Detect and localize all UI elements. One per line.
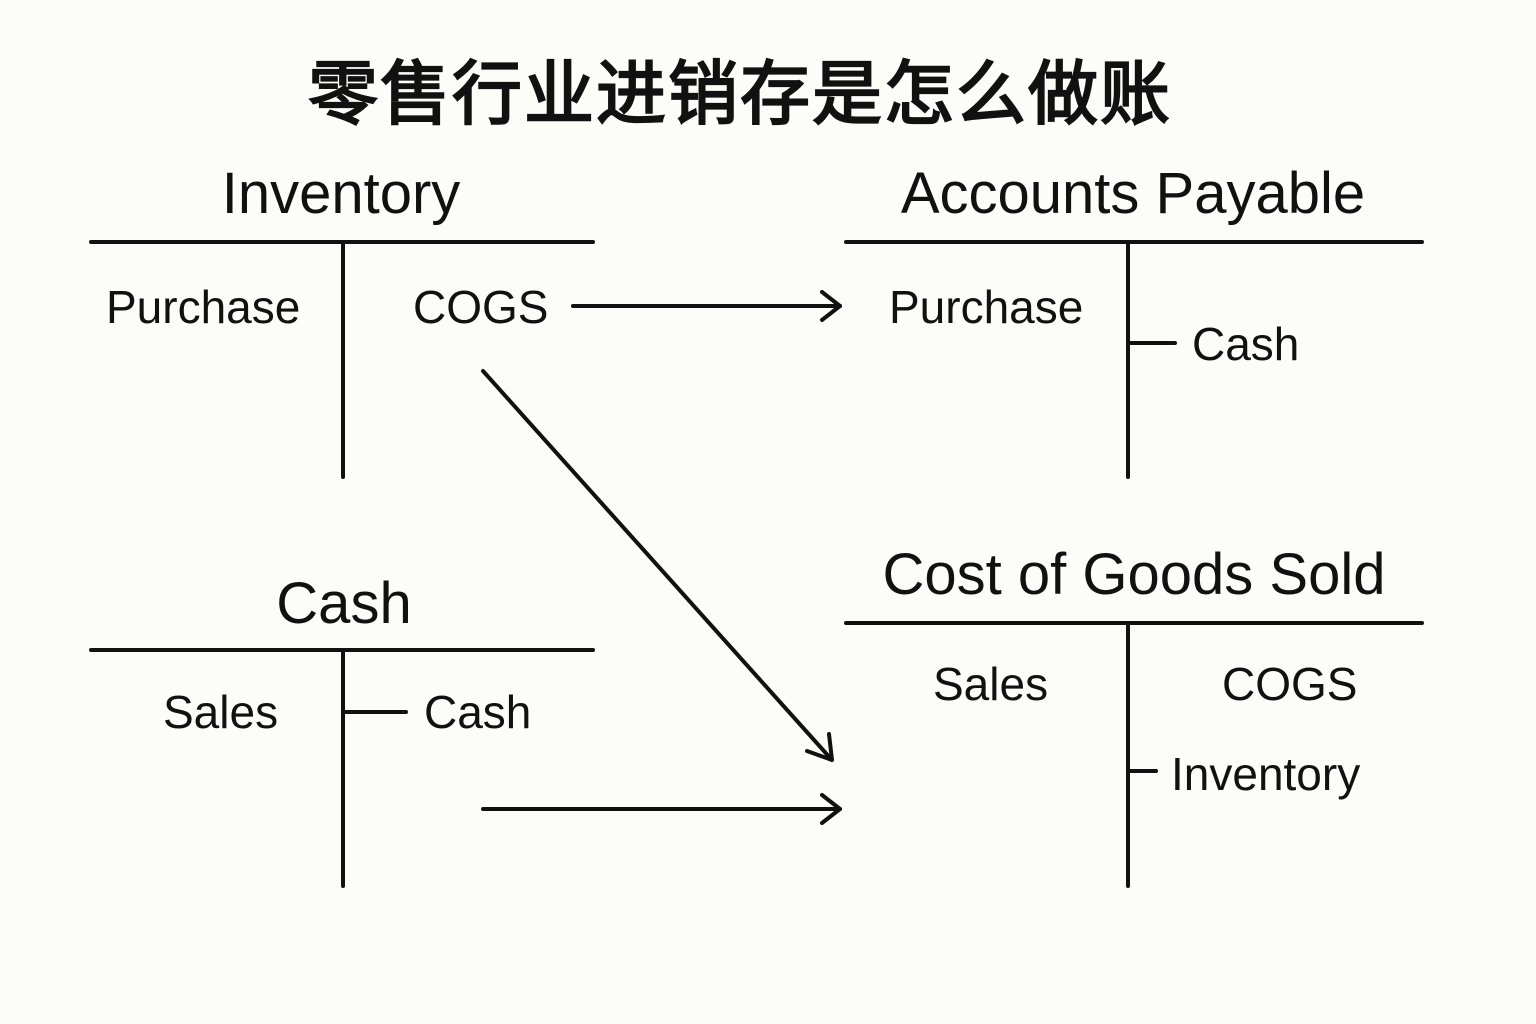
arrow-cash-to-cogs — [481, 793, 842, 825]
ap-credit-entry: Cash — [1192, 318, 1300, 370]
inventory-debit-entry: Purchase — [106, 281, 301, 333]
inventory-credit-entry: COGS — [413, 281, 549, 333]
inventory-account-title: Inventory — [221, 161, 461, 226]
page-title: 零售行业进销存是怎么做账 — [308, 53, 1172, 135]
cogs-credit-entry-cogs: COGS — [1222, 658, 1358, 710]
cogs-credit-entry-inventory: Inventory — [1171, 748, 1361, 800]
ap-debit-entry: Purchase — [889, 281, 1084, 333]
cogs-account-title: Cost of Goods Sold — [882, 542, 1386, 607]
cash-debit-entry: Sales — [163, 686, 279, 738]
cash-account-title: Cash — [276, 571, 412, 636]
cash-credit-entry: Cash — [424, 686, 532, 738]
arrow-diagonal-to-cogs — [481, 369, 834, 762]
cogs-debit-entry: Sales — [933, 658, 1049, 710]
arrow-cogs-to-ap — [571, 290, 842, 322]
ap-account-title: Accounts Payable — [900, 161, 1366, 226]
